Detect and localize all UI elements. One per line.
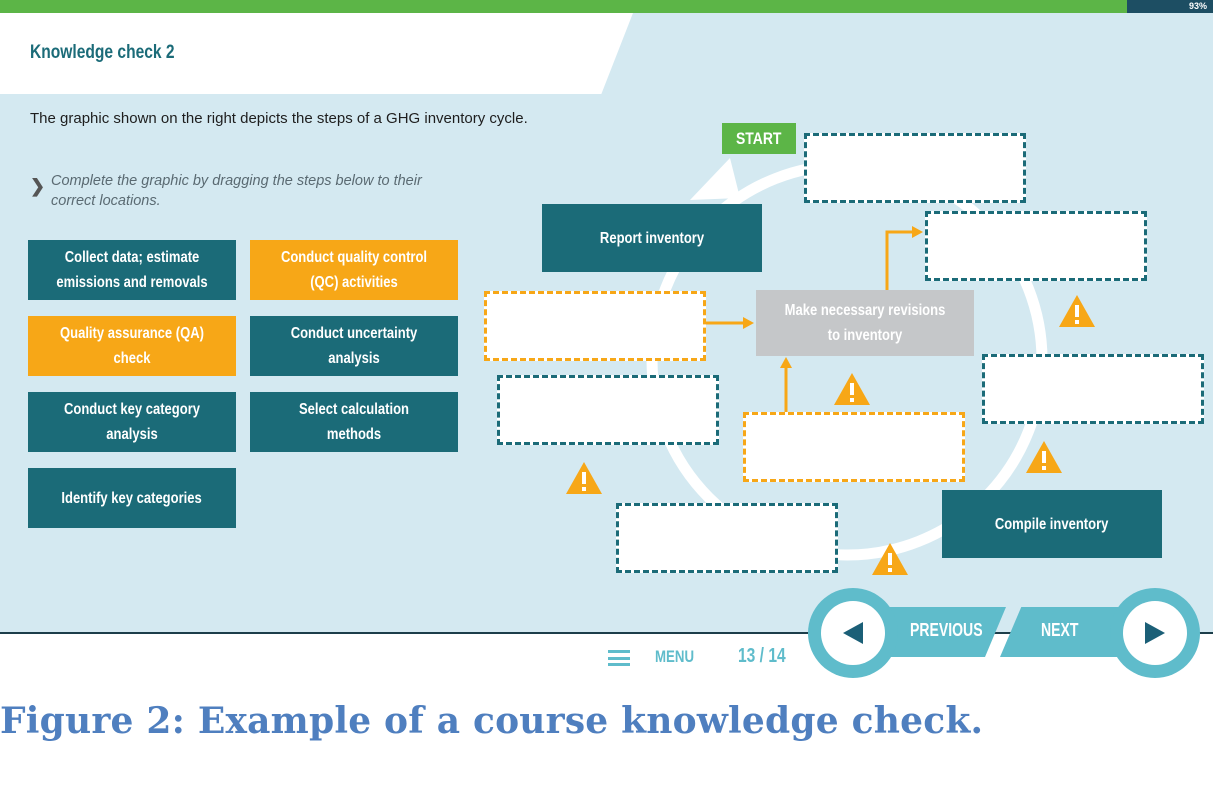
warning-icon bbox=[566, 462, 602, 494]
slide-title: Knowledge check 2 bbox=[30, 42, 175, 63]
next-button[interactable] bbox=[1110, 588, 1200, 678]
hamburger-menu-icon[interactable] bbox=[608, 650, 630, 666]
triangle-right-icon bbox=[1145, 622, 1165, 644]
triangle-left-icon bbox=[843, 622, 863, 644]
footer-divider bbox=[0, 632, 1213, 634]
title-panel bbox=[0, 13, 633, 94]
step-report-inventory: Report inventory bbox=[542, 204, 762, 272]
previous-button[interactable] bbox=[808, 588, 898, 678]
drop-zone-7[interactable] bbox=[616, 503, 838, 573]
next-label[interactable]: NEXT bbox=[1041, 620, 1079, 640]
menu-button[interactable]: MENU bbox=[655, 647, 695, 666]
drop-zone-1[interactable] bbox=[804, 133, 1026, 203]
drop-zone-4[interactable] bbox=[982, 354, 1204, 424]
previous-label[interactable]: PREVIOUS bbox=[910, 620, 983, 640]
drag-tile-collect-data[interactable]: Collect data; estimate emissions and rem… bbox=[28, 240, 236, 300]
drop-zone-2[interactable] bbox=[925, 211, 1147, 281]
start-label: START bbox=[722, 123, 796, 154]
progress-percent: 93% bbox=[1188, 1, 1207, 11]
warning-icon bbox=[834, 373, 870, 405]
figure-caption: Figure 2: Example of a course knowledge … bbox=[0, 700, 984, 742]
step-make-revisions: Make necessary revisions to inventory bbox=[756, 290, 974, 356]
progress-track: 93% bbox=[1127, 0, 1213, 13]
drag-tile-quality-control[interactable]: Conduct quality control (QC) activities bbox=[250, 240, 458, 300]
progress-bar bbox=[0, 0, 1127, 13]
drag-tile-uncertainty-analysis[interactable]: Conduct uncertainty analysis bbox=[250, 316, 458, 376]
drop-zone-6[interactable] bbox=[743, 412, 965, 482]
intro-text: The graphic shown on the right depicts t… bbox=[30, 110, 528, 127]
drop-zone-5[interactable] bbox=[497, 375, 719, 445]
instruction-text: Complete the graphic by dragging the ste… bbox=[51, 173, 422, 209]
drag-tile-key-category-analysis[interactable]: Conduct key category analysis bbox=[28, 392, 236, 452]
drop-zone-3[interactable] bbox=[484, 291, 706, 361]
drag-tile-identify-key-categories[interactable]: Identify key categories bbox=[28, 468, 236, 528]
page-indicator: 13 / 14 bbox=[738, 645, 786, 667]
warning-icon bbox=[872, 543, 908, 575]
step-compile-inventory: Compile inventory bbox=[942, 490, 1162, 558]
drag-tile-calculation-methods[interactable]: Select calculation methods bbox=[250, 392, 458, 452]
warning-icon bbox=[1059, 295, 1095, 327]
warning-icon bbox=[1026, 441, 1062, 473]
drag-tile-quality-assurance[interactable]: Quality assurance (QA) check bbox=[28, 316, 236, 376]
chevron-right-icon: ❯ bbox=[30, 176, 46, 196]
